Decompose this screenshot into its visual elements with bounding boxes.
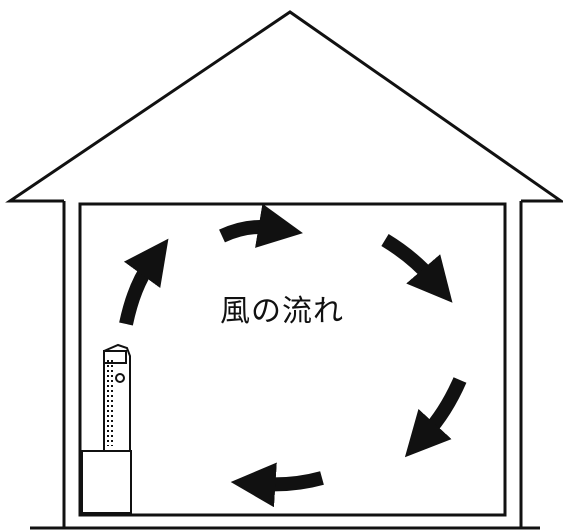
airflow-arrows (119, 203, 467, 508)
room-interior (78, 202, 507, 517)
heater-grille (107, 360, 113, 446)
heater-top (103, 350, 127, 364)
heater-knob (115, 373, 125, 383)
arrow-top-right (381, 234, 453, 303)
heater-base (81, 450, 132, 514)
arrow-bottom-right (404, 377, 467, 458)
roof-line (5, 10, 563, 203)
arrow-top (219, 203, 303, 248)
arrow-bottom (230, 462, 324, 508)
heater-body (103, 343, 131, 452)
arrow-up-left (119, 238, 169, 326)
heater-unit (81, 343, 132, 514)
airflow-label: 風の流れ (220, 294, 344, 329)
